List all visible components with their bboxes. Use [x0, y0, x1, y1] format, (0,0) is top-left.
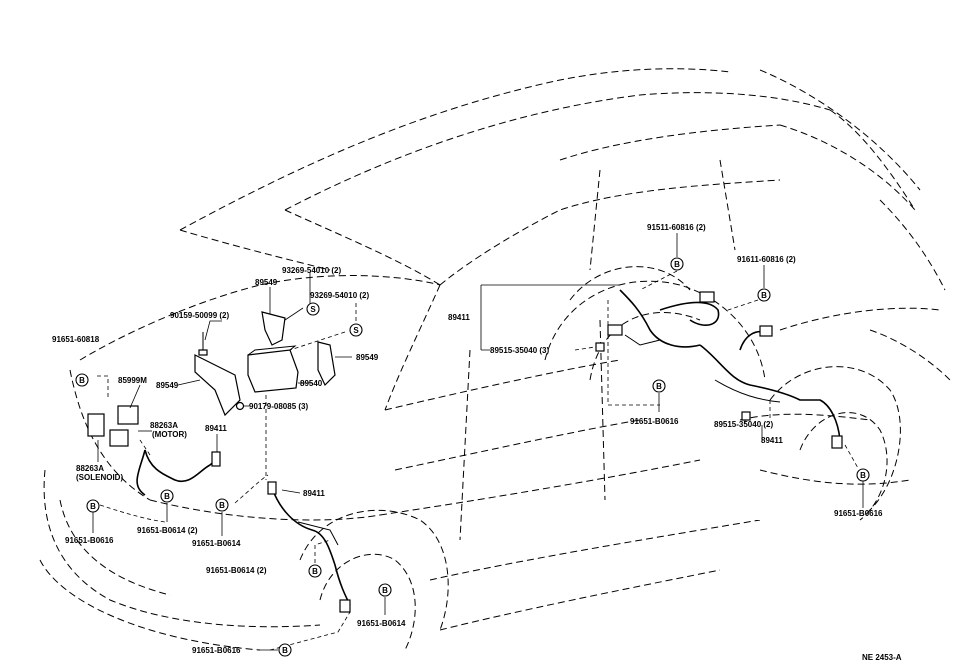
svg-text:B: B [219, 501, 225, 510]
svg-text:B: B [79, 376, 85, 385]
label-91651-b0616-mid: 91651-B0616 [630, 417, 679, 426]
svg-text:B: B [282, 646, 288, 655]
svg-text:S: S [353, 326, 359, 335]
abs-actuator-unit [247, 349, 299, 393]
label-91651-b0616-left: 91651-B0616 [65, 536, 114, 545]
label-88263a-motor-note: (MOTOR) [152, 430, 187, 439]
nut-icon [235, 401, 245, 411]
label-89515-35040-a: 89515-35040 (3) [490, 346, 549, 355]
bolt-badge: B [278, 643, 292, 657]
abs-actuator-group [87, 311, 336, 447]
bolt-icon [198, 349, 208, 356]
label-89411-mid: 89411 [303, 489, 325, 498]
bolt-badge: B [652, 379, 666, 393]
label-85999m: 85999M [118, 376, 147, 385]
bolt-badge: B [75, 373, 89, 387]
rear-sensor-wiring [595, 289, 843, 449]
svg-text:B: B [860, 471, 866, 480]
label-91651-b0616-bottom: 91651-B0616 [192, 646, 241, 655]
actuator-bracket-top [261, 311, 286, 346]
part-labels: 93269-54010 (2) 89549 93269-54010 (2) 90… [52, 223, 902, 662]
bolt-badge: B [160, 489, 174, 503]
vehicle-body-outline [39, 68, 951, 651]
label-91651-60818: 91651-60818 [52, 335, 100, 344]
bolt-badge: B [757, 288, 771, 302]
screw-badge: S [349, 323, 363, 337]
bolt-badge: B [378, 583, 392, 597]
label-93269-54010-b: 93269-54010 (2) [310, 291, 369, 300]
label-88263a-solenoid-note: (SOLENOID) [76, 473, 123, 482]
screw-badge: S [306, 302, 320, 316]
bolt-badge: B [215, 498, 229, 512]
label-90179-08085: 90179-08085 (3) [249, 402, 308, 411]
relay-solenoid [87, 413, 105, 437]
svg-text:B: B [90, 502, 96, 511]
bolt-badge: B [308, 564, 322, 578]
label-91651-b0614-b: 91651-B0614 [357, 619, 406, 628]
svg-text:S: S [310, 305, 316, 314]
label-89549-a: 89549 [255, 278, 278, 287]
label-90159-50099: 90159-50099 (2) [170, 311, 229, 320]
svg-text:B: B [674, 260, 680, 269]
leader-lines [92, 233, 864, 651]
svg-text:B: B [761, 291, 767, 300]
actuator-bracket-left [194, 354, 241, 417]
relay-85999m [117, 405, 139, 425]
label-89411-rear-2: 89411 [761, 436, 783, 445]
svg-text:B: B [656, 382, 662, 391]
label-88263a-motor: 88263A [150, 421, 178, 430]
label-91651-b0614-a: 91651-B0614 [192, 539, 241, 548]
label-89540: 89540 [300, 379, 323, 388]
bolt-badge: B [670, 257, 684, 271]
label-91651-b0616-right: 91651-B0616 [834, 509, 883, 518]
front-sensor-wiring [136, 449, 351, 613]
figure-code: NE 2453-A [862, 653, 902, 662]
label-91611-60816: 91611-60816 (2) [737, 255, 796, 264]
svg-text:B: B [164, 492, 170, 501]
label-91651-b0614-2a: 91651-B0614 (2) [137, 526, 198, 535]
label-88263a-solenoid: 88263A [76, 464, 104, 473]
bolt-badge: B [86, 499, 100, 513]
relay-motor [109, 429, 129, 447]
label-93269-54010-a: 93269-54010 (2) [282, 266, 341, 275]
label-89515-35040-b: 89515-35040 (2) [714, 420, 773, 429]
label-89411-front: 89411 [205, 424, 227, 433]
label-91651-b0614-2b: 91651-B0614 (2) [206, 566, 267, 575]
svg-text:B: B [382, 586, 388, 595]
label-91511-60816: 91511-60816 (2) [647, 223, 706, 232]
bolt-badge: B [856, 468, 870, 482]
label-89549-c: 89549 [356, 353, 379, 362]
actuator-bracket-right [317, 341, 336, 387]
svg-text:B: B [312, 567, 318, 576]
label-89549-b: 89549 [156, 381, 179, 390]
label-89411-rear: 89411 [448, 313, 470, 322]
